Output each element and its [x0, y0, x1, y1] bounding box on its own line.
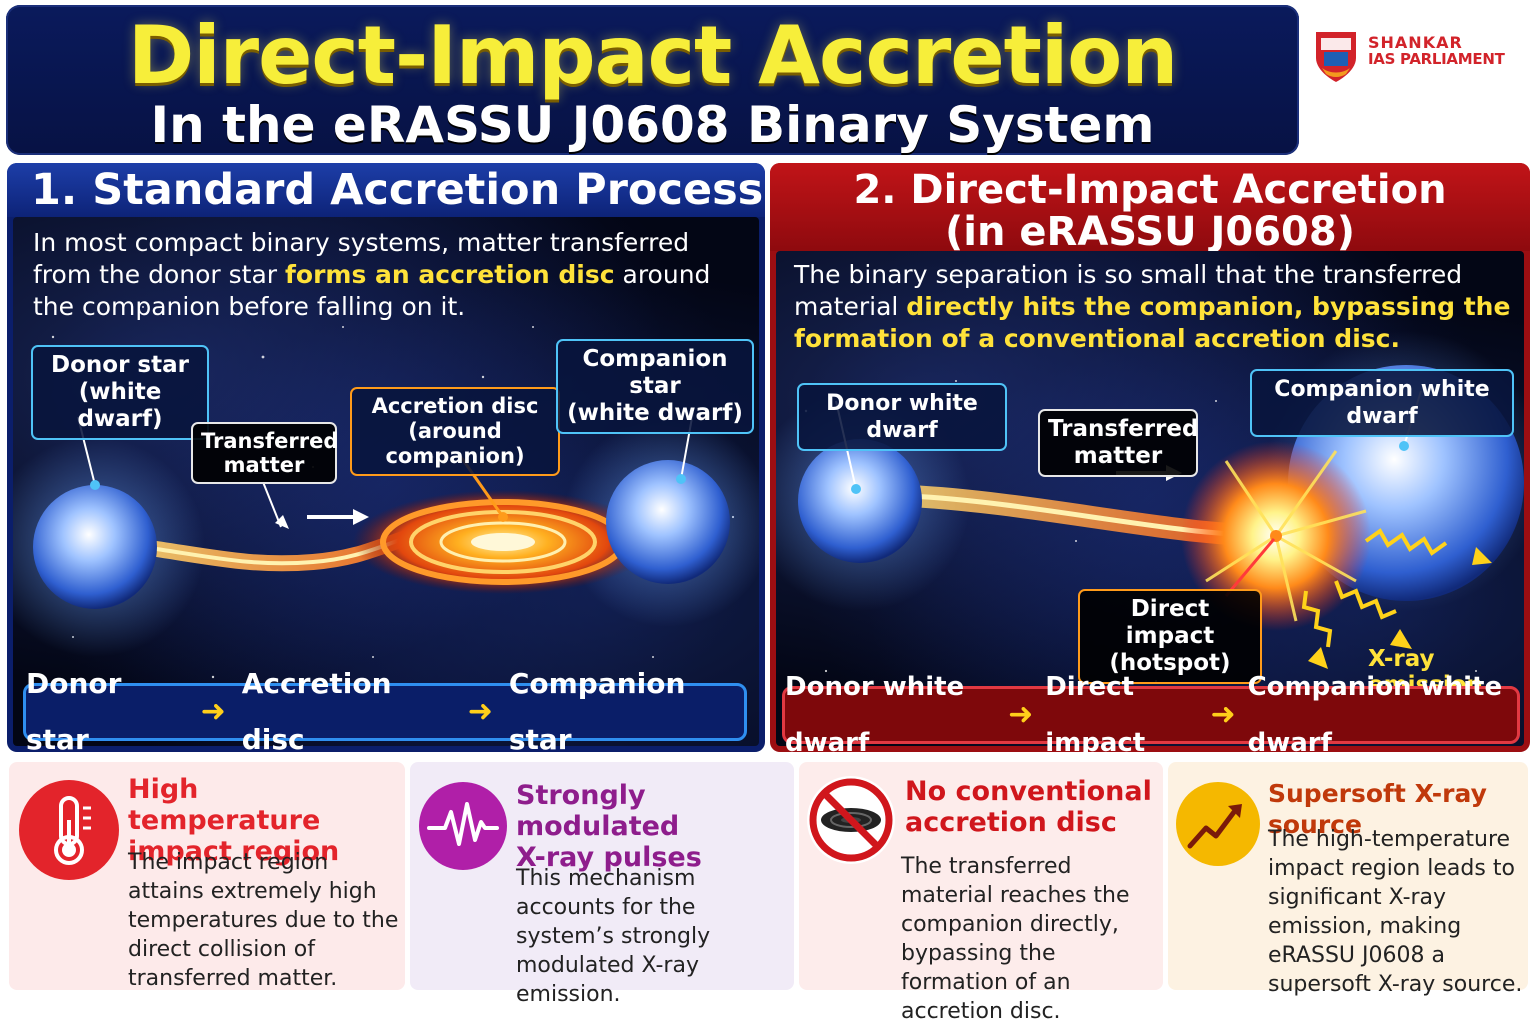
thermometer-icon: [19, 780, 119, 880]
flow-step-donor: Donor white dwarf: [785, 672, 965, 752]
label-xray-emission: X-ray emission: [1368, 646, 1483, 698]
direct-impact-panel: 2. Direct-Impact Accretion (in eRASSU J0…: [770, 163, 1530, 752]
label-accretion-disc: Accretion disc (around companion): [350, 387, 560, 476]
companion-star: [606, 460, 730, 584]
page-title: Direct-Impact Accretion: [127, 9, 1178, 102]
right-heading-line2: (in eRASSU J0608): [945, 209, 1355, 255]
card-text: The high-temperature impact region leads…: [1268, 827, 1523, 997]
logo-line2: IAS PARLIAMENT: [1368, 50, 1505, 68]
label-donor-white-dwarf: Donor white dwarf: [797, 383, 1007, 451]
card-text: This mechanism accounts for the system’s…: [516, 866, 711, 1007]
label-companion-star: Companion star (white dwarf): [556, 339, 754, 434]
no-disc-icon: [807, 776, 895, 864]
flow-step-companion: Companion white dwarf: [1247, 672, 1503, 752]
direct-impact-flow-bar: Donor white dwarf ➜ Direct impact ➜ Comp…: [782, 672, 1520, 752]
header-banner: Direct-Impact Accretion In the eRASSU J0…: [6, 5, 1299, 155]
arrow-right-icon: ➜: [1008, 697, 1034, 732]
brand-logo: SHANKAR IAS PARLIAMENT: [1312, 28, 1534, 88]
label-donor-star: Donor star (white dwarf): [31, 345, 209, 440]
card-text: The impact region attains extremely high…: [128, 850, 399, 991]
card-supersoft-source: Supersoft X-ray source The high-temperat…: [1168, 762, 1528, 997]
left-panel-heading: 1. Standard Accretion Process: [7, 163, 765, 217]
card-no-disc: No conventional accretion disc The trans…: [799, 762, 1163, 1024]
card-title: Strongly modulated X-ray pulses: [516, 780, 702, 873]
arrow-right-icon: ➜: [1210, 697, 1236, 732]
standard-flow-bar: Donor star ➜ Accretion disc ➜ Companion …: [23, 667, 747, 752]
right-heading-line1: 2. Direct-Impact Accretion: [853, 167, 1447, 213]
card-modulated-pulses: Strongly modulated X-ray pulses This mec…: [410, 762, 794, 1007]
logo-line1: SHANKAR: [1368, 33, 1463, 52]
card-text: The transferred material reaches the com…: [901, 854, 1130, 1024]
label-companion-white-dwarf: Companion white dwarf: [1250, 369, 1514, 437]
standard-accretion-diagram: [13, 306, 759, 689]
arrow-right-icon: ➜: [467, 694, 493, 729]
xray-emission-arrows: [1301, 528, 1448, 648]
right-diagram-area: The binary separation is so small that t…: [776, 251, 1524, 746]
left-description: In most compact binary systems, matter t…: [33, 228, 711, 321]
card-title: High temperature impact region: [128, 774, 340, 867]
left-diagram-area: In most compact binary systems, matter t…: [13, 217, 759, 746]
right-panel-heading: 2. Direct-Impact Accretion (in eRASSU J0…: [770, 163, 1530, 255]
pulse-wave-icon: [419, 782, 507, 870]
shield-icon: [1316, 32, 1356, 82]
donor-star: [33, 485, 157, 609]
accretion-disc: [353, 490, 653, 594]
card-high-temperature: High temperature impact region The impac…: [9, 762, 405, 991]
card-title: Supersoft X-ray source: [1268, 779, 1487, 839]
flow-step-impact: Direct impact: [1045, 672, 1146, 752]
flow-step-disc: Accretion disc: [241, 667, 392, 752]
flow-step-companion: Companion star: [508, 667, 686, 752]
label-transferred-matter: Transferred matter: [191, 422, 338, 484]
page-subtitle: In the eRASSU J0608 Binary System: [150, 96, 1155, 154]
rising-graph-icon: [1176, 782, 1260, 866]
label-transferred-matter: Transferred matter: [1038, 409, 1198, 477]
label-direct-impact: Direct impact (hotspot): [1078, 589, 1262, 684]
right-description: The binary separation is so small that t…: [794, 260, 1511, 353]
arrow-right-icon: ➜: [200, 694, 226, 729]
donor-white-dwarf: [798, 439, 922, 563]
standard-accretion-panel: 1. Standard Accretion Process: [7, 163, 765, 752]
card-title: No conventional accretion disc: [905, 776, 1152, 838]
flow-step-donor: Donor star: [26, 667, 122, 752]
impact-hotspot: [1181, 441, 1371, 631]
